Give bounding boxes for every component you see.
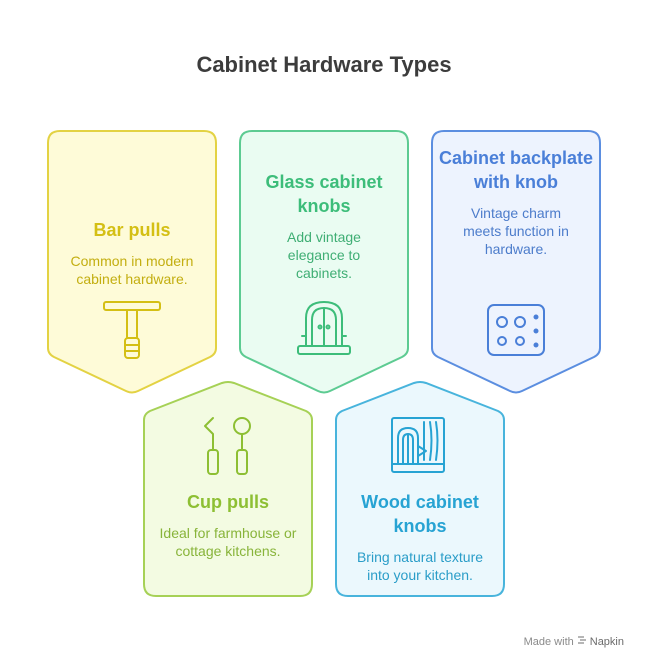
card-title: Wood cabinet knobs xyxy=(361,492,479,536)
card-description: Bring natural texture into your kitchen. xyxy=(356,549,484,583)
card-shape-wood-cabinet-knobs xyxy=(335,381,505,597)
wood-cabinet-icon xyxy=(391,417,445,473)
napkin-logo-icon xyxy=(577,635,587,648)
card-bar-pulls: Bar pulls Common in modern cabinet hardw… xyxy=(52,218,212,288)
card-glass-cabinet-knobs: Glass cabinet knobs Add vintage elegance… xyxy=(244,170,404,282)
card-shape-backplate xyxy=(431,130,601,394)
card-wood-cabinet-knobs: Wood cabinet knobs Bring natural texture… xyxy=(340,490,500,584)
watermark-brand: Napkin xyxy=(589,635,624,648)
watermark: Made with Napkin xyxy=(524,635,624,648)
glass-cabinet-icon xyxy=(297,301,351,355)
backplate-knob-icon xyxy=(487,304,545,356)
watermark-prefix: Made with xyxy=(523,635,574,648)
card-description: Ideal for farmhouse or cottage kitchens. xyxy=(159,525,297,559)
card-title: Cup pulls xyxy=(187,492,269,512)
card-backplate-knob: Cabinet backplate with knob Vintage char… xyxy=(436,146,596,258)
page-title: Cabinet Hardware Types xyxy=(196,52,452,77)
card-cup-pulls: Cup pulls Ideal for farmhouse or cottage… xyxy=(148,490,308,560)
card-title: Glass cabinet knobs xyxy=(265,172,383,216)
card-title: Cabinet backplate with knob xyxy=(438,148,594,192)
card-title: Bar pulls xyxy=(93,220,171,240)
bar-pull-icon xyxy=(103,301,161,359)
card-shape-bar-pulls xyxy=(47,130,217,394)
cup-pull-icon xyxy=(204,417,251,475)
card-description: Add vintage elegance to cabinets. xyxy=(287,229,361,281)
card-description: Vintage charm meets function in hardware… xyxy=(463,205,569,257)
card-description: Common in modern cabinet hardware. xyxy=(70,253,194,287)
card-shape-cup-pulls xyxy=(143,381,313,597)
card-shape-glass-cabinet-knobs xyxy=(239,130,409,394)
